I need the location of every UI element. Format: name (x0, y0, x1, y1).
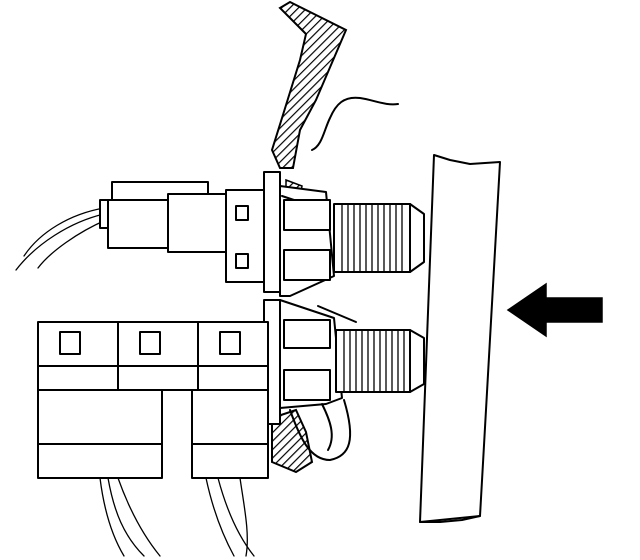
lower-threaded-plunger (335, 329, 425, 393)
direction-arrow (506, 282, 603, 338)
mounting-bracket (270, 0, 348, 474)
lower-wires (99, 477, 255, 557)
upper-connector (15, 181, 267, 283)
upper-threaded-plunger (333, 203, 425, 273)
pointer-leader-line (311, 96, 399, 151)
lower-connector-block (37, 321, 269, 479)
wall-panel (419, 154, 501, 523)
